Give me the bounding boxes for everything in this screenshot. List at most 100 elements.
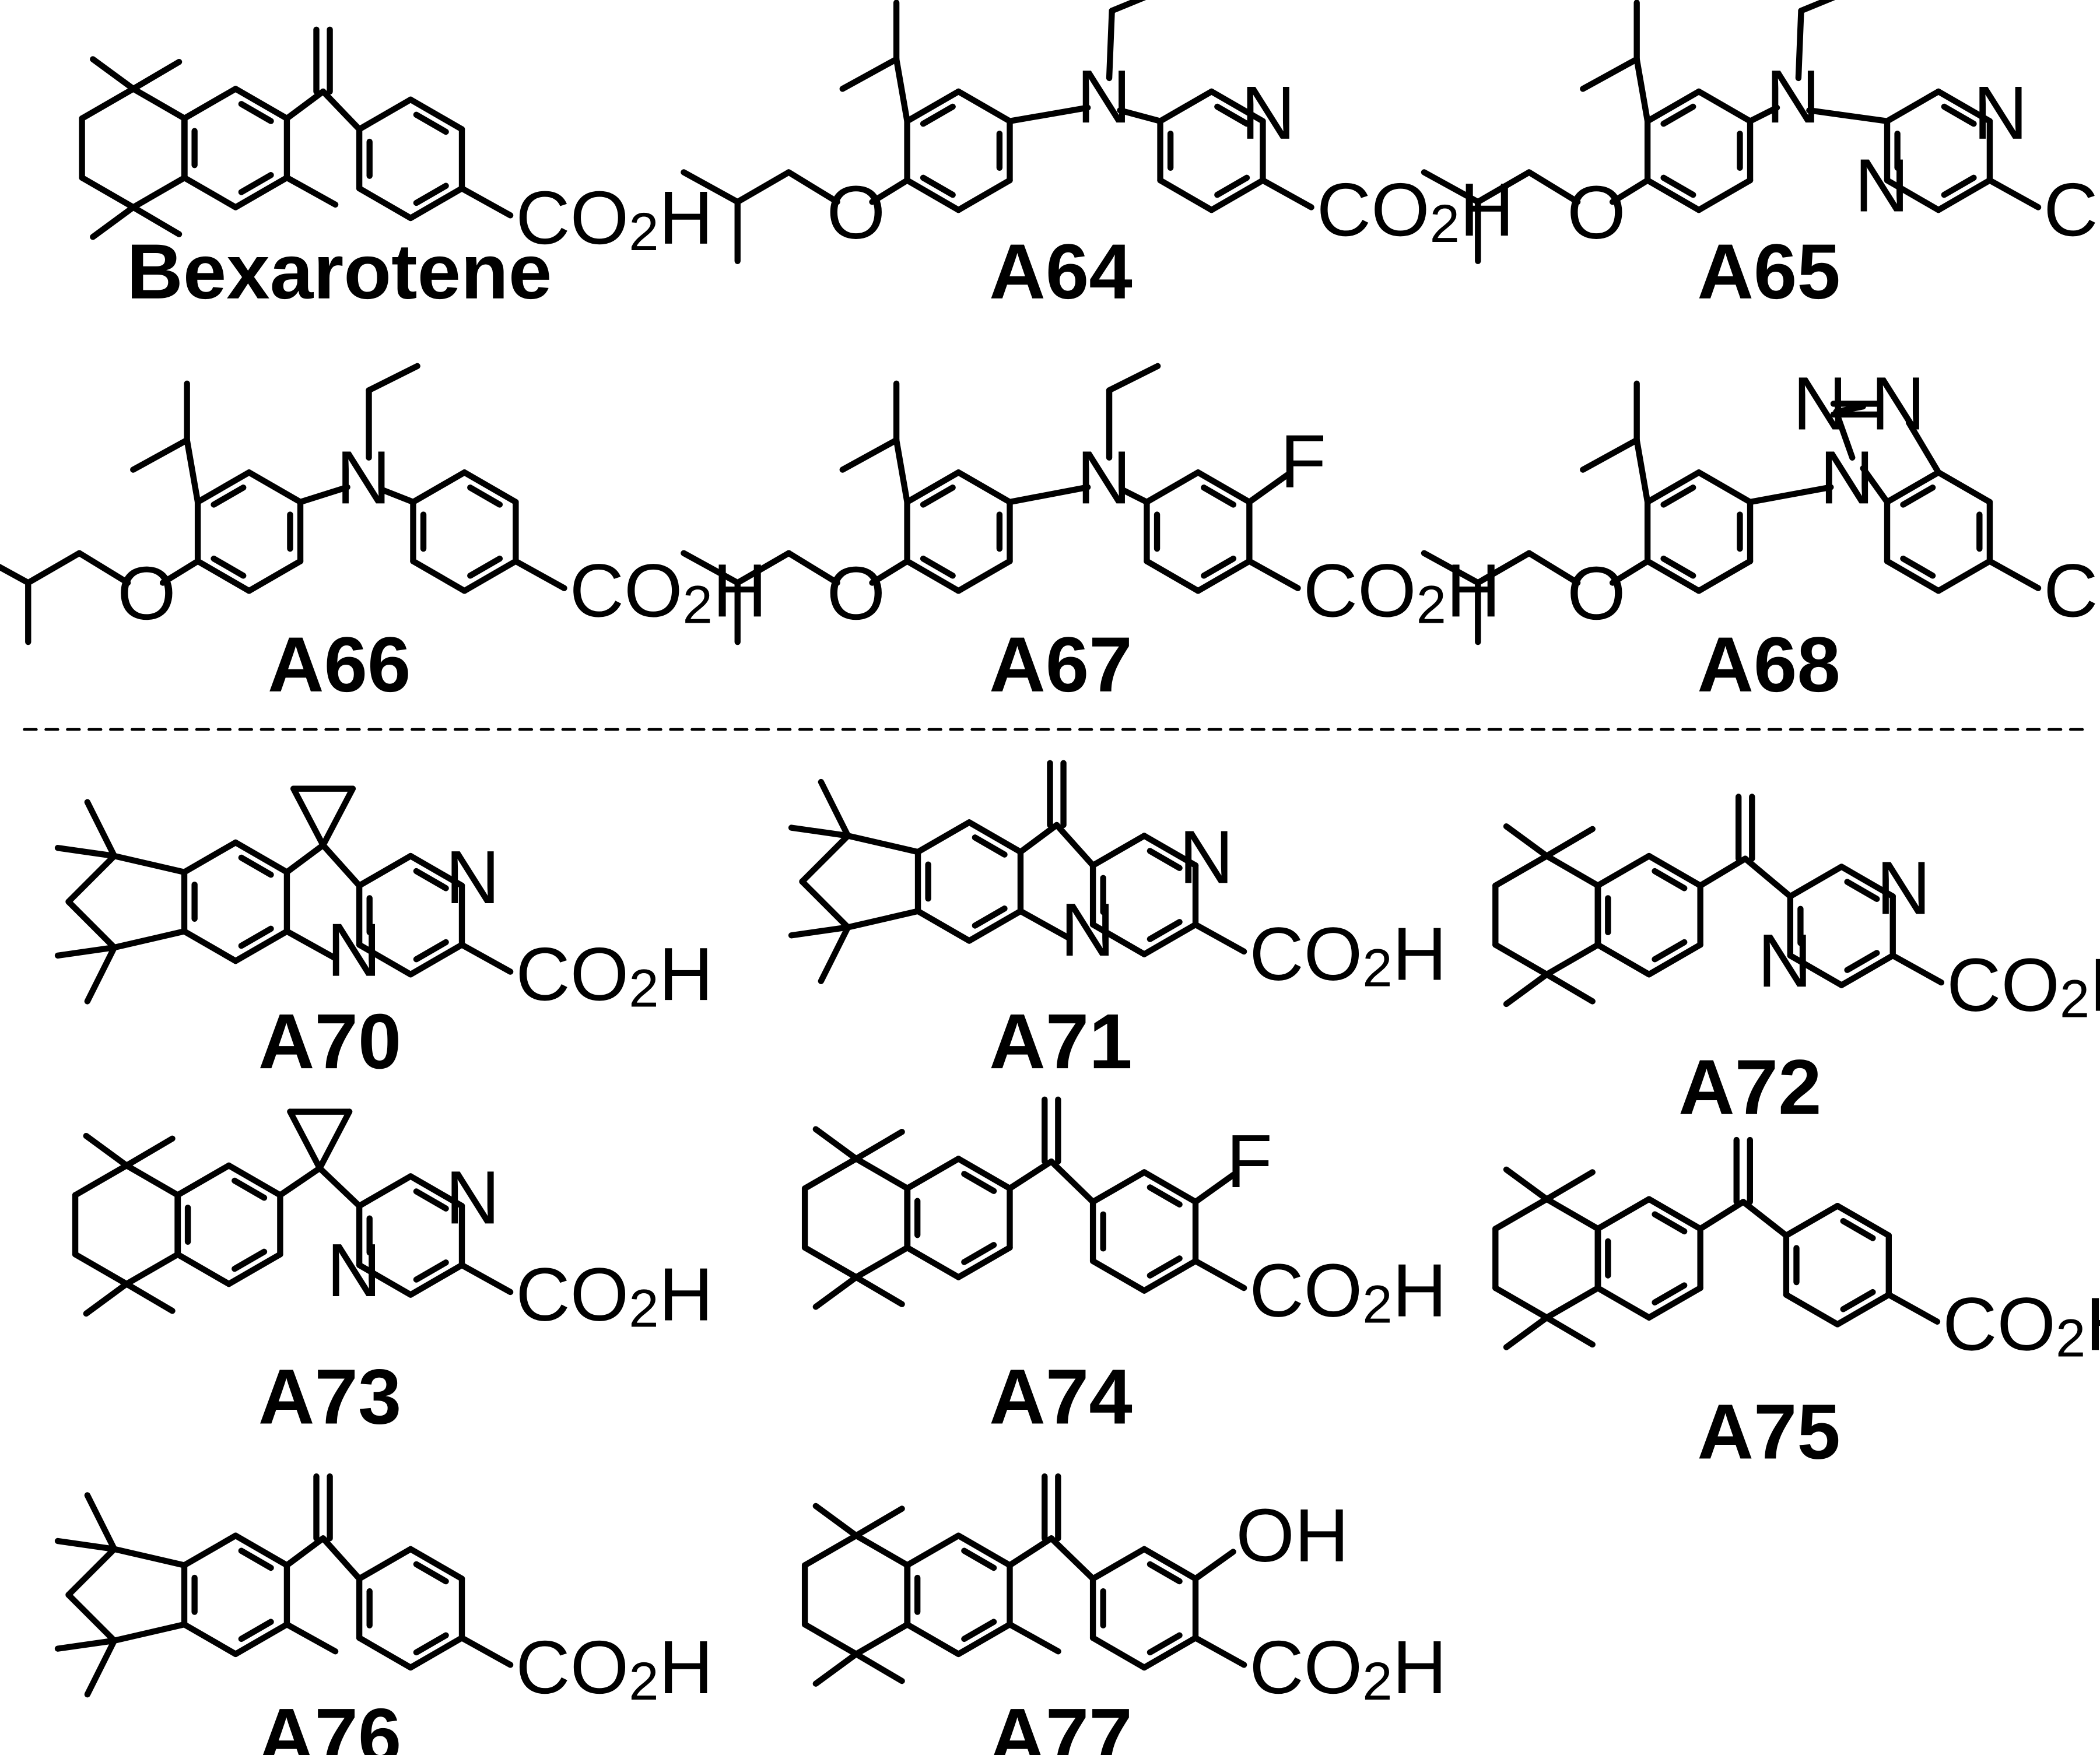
A75-methyl xyxy=(1544,1169,1596,1202)
A74-methyl xyxy=(812,1126,860,1162)
A68-aniline-ring xyxy=(1660,555,1696,579)
A77-acid-bond xyxy=(1192,1634,1247,1668)
A73-aromatic-ring xyxy=(232,1177,268,1201)
A72-saturated-ring xyxy=(1492,852,1550,889)
A70-aromatic-ring xyxy=(232,839,290,875)
A70-pyrimidine xyxy=(356,852,414,889)
A66-carboxylic-acid-label: CO2H xyxy=(570,549,767,634)
A65-isopropyl xyxy=(1580,56,1640,92)
A66-aniline-ring xyxy=(194,469,253,506)
A68-benzo-ring xyxy=(1935,558,1993,594)
A64-isobutyl xyxy=(786,169,840,205)
A67-aryl-ring xyxy=(1195,469,1253,506)
A71-aromatic-ring xyxy=(972,834,1008,858)
A75-acid-bond xyxy=(1885,1291,1941,1325)
bexarotene-linker-bond xyxy=(320,88,363,132)
A75-methyl xyxy=(1503,1166,1550,1202)
A72-saturated-ring xyxy=(1492,942,1550,978)
caption-A70: A70 xyxy=(258,998,402,1085)
A70-linker-bond xyxy=(283,842,327,875)
bexarotene-saturated-ring xyxy=(130,174,188,210)
A71-linker-bond xyxy=(1017,822,1060,855)
A66-ethyl xyxy=(366,363,420,394)
bexarotene-aryl-ring xyxy=(407,185,465,222)
A68-triazole xyxy=(1860,465,1891,506)
A74-aryl-ring xyxy=(1147,1255,1183,1279)
A71-pyrimidine xyxy=(1147,848,1183,871)
A77-aryl-methyl xyxy=(1007,1621,1061,1655)
A71-aromatic-ring xyxy=(966,908,1024,944)
A77-saturated-ring xyxy=(853,1621,911,1658)
A71-cyclopentane xyxy=(799,878,851,931)
A64-aniline-ring xyxy=(904,177,962,213)
bexarotene-aromatic-ring xyxy=(181,174,239,210)
A66-aryl-ring xyxy=(410,469,468,506)
A72-aromatic-ring xyxy=(1652,868,1688,891)
A66-aryl-ring xyxy=(410,558,468,594)
A74-saturated-ring xyxy=(801,1244,860,1280)
A65-pyrimidine xyxy=(1884,88,1942,124)
A71-methyl xyxy=(818,924,851,984)
A76-aryl-ring xyxy=(407,1634,465,1671)
A70-methyl xyxy=(54,845,118,859)
A68-triazole xyxy=(1833,403,1866,415)
A73-methyl xyxy=(123,1280,176,1314)
A72-aromatic-ring xyxy=(1594,852,1652,889)
A72-aromatic-ring xyxy=(1646,852,1703,889)
A67-aniline-ring xyxy=(955,469,1013,506)
A74-aromatic-ring xyxy=(955,1244,1013,1280)
A76-aryl-ring xyxy=(356,1546,414,1582)
A72-saturated-ring xyxy=(1544,852,1601,889)
bexarotene-methyl xyxy=(130,58,183,92)
A73-saturated-ring xyxy=(123,1162,181,1198)
A64-ethyl xyxy=(1106,8,1115,82)
A70-aromatic-ring xyxy=(232,928,290,964)
A77-aryl-ring xyxy=(1089,1634,1148,1671)
bexarotene-acid-bond xyxy=(458,185,514,219)
A65-isobutyl xyxy=(1421,169,1481,205)
A64-aniline-ring xyxy=(904,88,962,124)
bexarotene-aryl-ring xyxy=(413,182,449,206)
bexarotene-aromatic-ring xyxy=(181,86,239,122)
caption-A77: A77 xyxy=(989,1693,1133,1755)
A64-isobutyl xyxy=(734,169,792,205)
A73-pyrimidine xyxy=(407,1173,465,1209)
bexarotene-methyl xyxy=(130,204,183,237)
A77-hydroxy-bond xyxy=(1192,1549,1236,1582)
A68-benzo-ring xyxy=(1900,555,1936,579)
A64-ether-bond xyxy=(869,177,910,205)
A66-aniline-ring xyxy=(194,558,253,594)
A67-acid-bond xyxy=(1246,558,1301,591)
A73-pyrimidine xyxy=(356,1173,414,1209)
A71-atom-n: N xyxy=(1060,888,1114,972)
A76-aromatic-ring xyxy=(181,1621,239,1658)
A67-atom-f: F xyxy=(1280,420,1326,504)
caption-A68: A68 xyxy=(1697,622,1840,708)
A72-pyrimidine xyxy=(1787,864,1845,900)
A67-aryl-ring xyxy=(1144,469,1201,506)
A73-linker-bond xyxy=(277,1165,323,1198)
A77-carboxylic-acid-label: CO2H xyxy=(1249,1626,1447,1711)
A76-methyl xyxy=(84,1637,118,1698)
A76-methyl xyxy=(54,1637,118,1652)
A67-fluoro-bond xyxy=(1246,472,1291,506)
A76-aromatic-ring xyxy=(238,1547,274,1571)
caption-A67: A67 xyxy=(989,622,1133,708)
A70-pyrimidine xyxy=(407,942,465,978)
A66-aryl-ring xyxy=(461,558,519,594)
A64-amine-bond xyxy=(1007,104,1091,124)
A70-cyclopentane xyxy=(111,928,188,951)
A77-methyl xyxy=(812,1651,860,1687)
A70-pyrimidine xyxy=(413,939,449,963)
A64-aniline-ring xyxy=(955,88,1013,124)
A64-isopropyl xyxy=(893,56,910,124)
A68-aniline-ring xyxy=(1644,558,1702,594)
A77-aromatic-ring xyxy=(961,1547,997,1571)
A68-ether-bond xyxy=(1609,558,1651,586)
A72-linker-bond xyxy=(1742,855,1794,900)
caption-A71: A71 xyxy=(989,998,1133,1085)
A68-isobutyl xyxy=(1526,550,1581,586)
A65-atom-o: O xyxy=(1567,171,1626,255)
A67-amine-bond xyxy=(1007,484,1091,506)
